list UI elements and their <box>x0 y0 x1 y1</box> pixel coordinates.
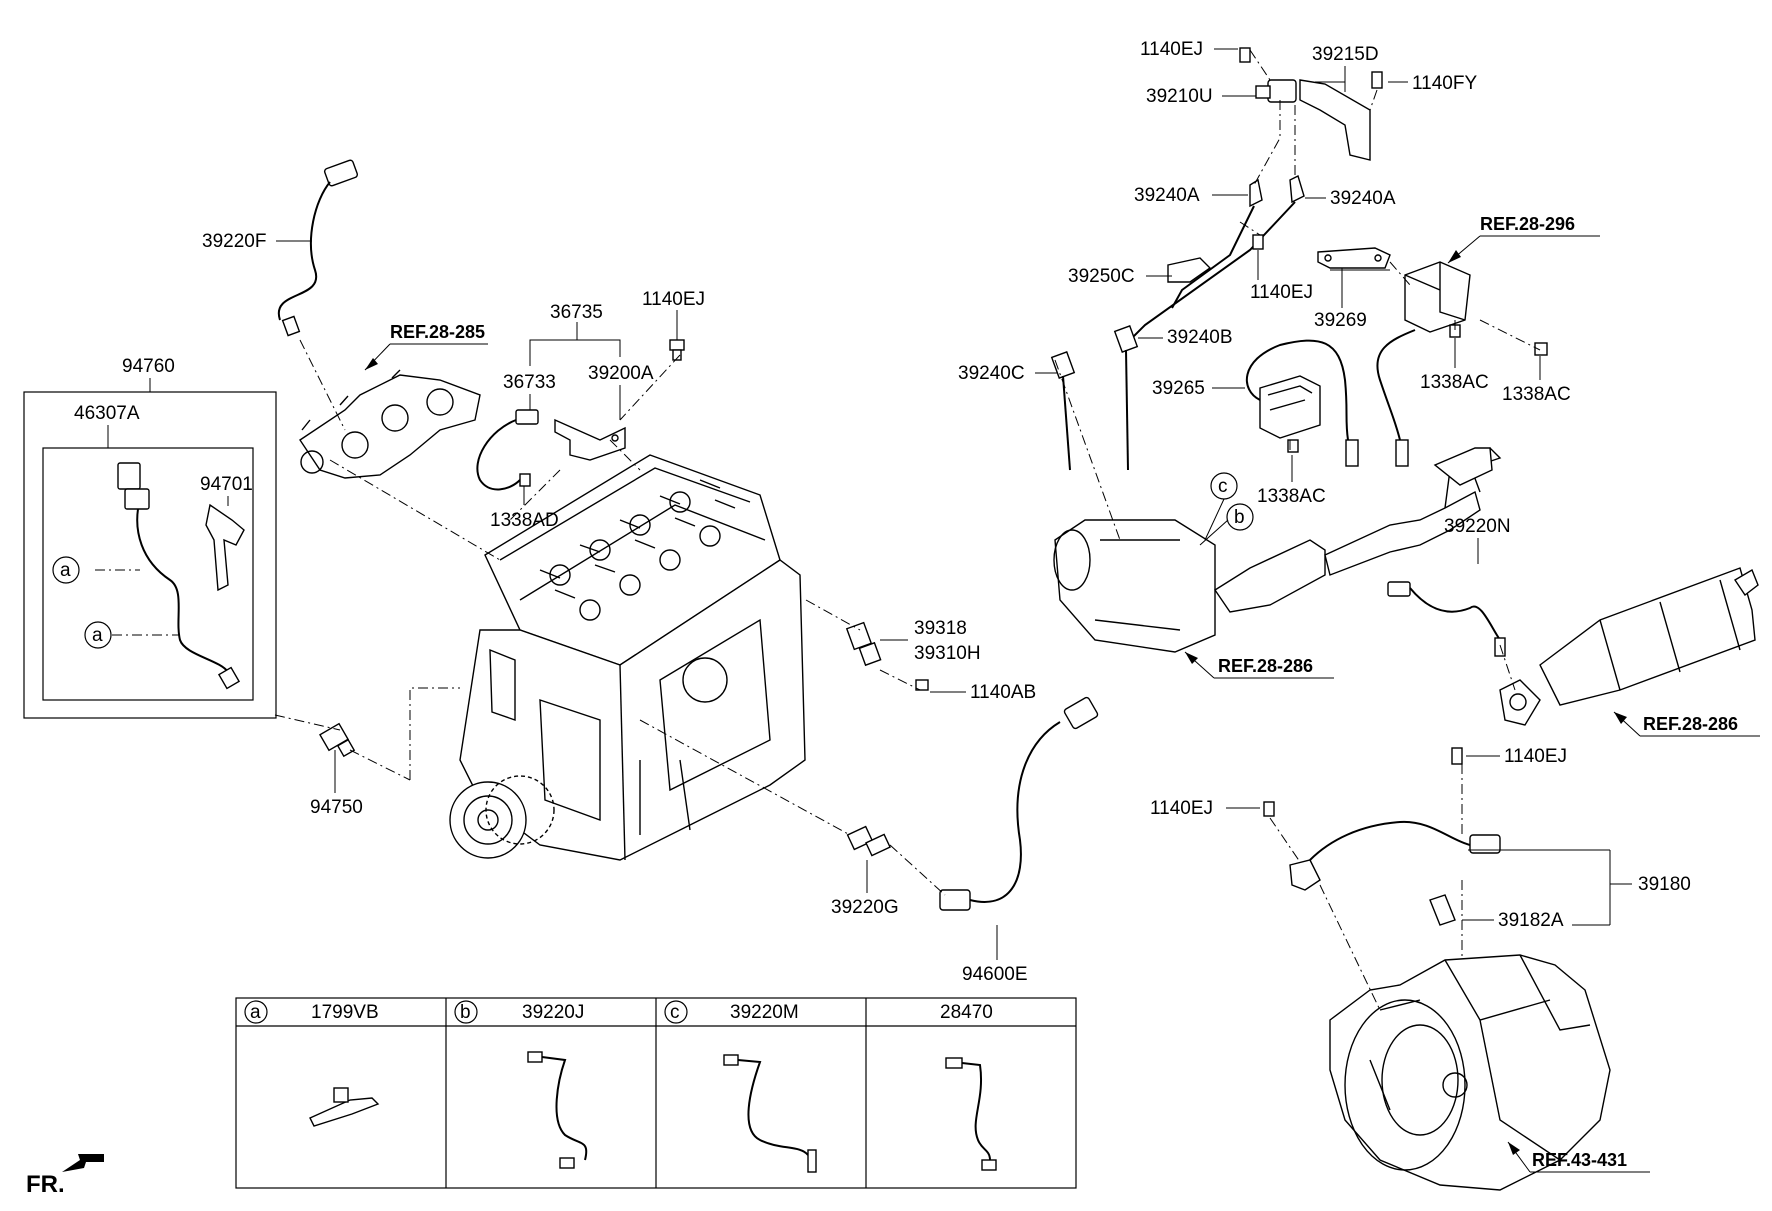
sensor-39220F-drawing <box>277 159 359 337</box>
labels-left: 39220F 94760 46307A 94701 94750 REF.28-2… <box>74 231 1036 985</box>
label-94701: 94701 <box>200 474 253 495</box>
label-39265: 39265 <box>1152 378 1205 399</box>
callouts-right: c b <box>1199 472 1254 546</box>
label-94600E: 94600E <box>962 964 1028 985</box>
legend-key-c: c <box>670 1002 680 1023</box>
ref-28-286-lower: REF.28-286 <box>1643 714 1738 734</box>
label-1140FY: 1140FY <box>1412 73 1477 94</box>
sensor-39265-drawing <box>1245 339 1359 467</box>
transmission-drawing <box>1329 954 1611 1191</box>
ref-28-286-upper: REF.28-286 <box>1218 656 1313 676</box>
svg-text:b: b <box>1234 507 1245 528</box>
label-1338AD: 1338AD <box>490 510 559 531</box>
sensor-94750-drawing <box>319 722 356 758</box>
label-39220N: 39220N <box>1444 516 1511 537</box>
label-1140EJ-d: 1140EJ <box>1504 746 1567 767</box>
sensor-39180-drawing <box>1263 747 1501 926</box>
callout-a-lower <box>84 621 112 649</box>
ref-28-296: REF.28-296 <box>1480 214 1575 234</box>
label-39240A-right: 39240A <box>1330 188 1396 209</box>
legend-part-39220J: 39220J <box>522 1002 584 1023</box>
svg-text:a: a <box>60 560 71 581</box>
engine-block-drawing <box>449 454 806 861</box>
label-39310H: 39310H <box>914 643 981 664</box>
legend-part-28470: 28470 <box>940 1002 993 1023</box>
label-39220G: 39220G <box>831 897 899 918</box>
front-arrow-icon <box>62 1154 104 1172</box>
label-36735: 36735 <box>550 302 603 323</box>
legend-table: a 1799VB b 39220J c 39220M 28470 <box>235 997 1077 1189</box>
label-46307A: 46307A <box>74 403 140 424</box>
label-39220F: 39220F <box>202 231 266 252</box>
exhaust-system-drawing <box>1053 447 1502 653</box>
label-39182A: 39182A <box>1498 910 1564 931</box>
sensor-39220J-drawing <box>527 1051 588 1169</box>
sensor-94600E-drawing <box>939 696 1099 911</box>
sensor-39220N-drawing <box>1387 581 1506 657</box>
label-1140AB: 1140AB <box>970 682 1036 703</box>
label-1140EJ-a: 1140EJ <box>642 289 705 310</box>
label-39240B: 39240B <box>1167 327 1233 348</box>
label-39318: 39318 <box>914 618 967 639</box>
label-1338AC-a: 1338AC <box>1420 372 1489 393</box>
label-39180: 39180 <box>1638 874 1691 895</box>
exhaust-manifold-drawing <box>299 369 481 479</box>
label-36733: 36733 <box>503 372 556 393</box>
label-39240C: 39240C <box>958 363 1025 384</box>
label-1140EJ-b: 1140EJ <box>1140 39 1203 60</box>
ref-28-285: REF.28-285 <box>390 322 485 342</box>
callout-a-upper <box>52 556 80 584</box>
labels-right: 1140EJ 39215D 39210U 1140FY 39240A 39240… <box>958 39 1760 1173</box>
dpf-pressure-sensor-drawing <box>1050 47 1383 471</box>
kit-94760-drawing <box>23 391 277 719</box>
leader-lines-right <box>1054 49 1541 1011</box>
callouts-left: a a <box>52 556 112 649</box>
sensor-39220M-drawing <box>723 1054 817 1173</box>
sensor-28470-drawing <box>945 1057 997 1171</box>
label-39250C: 39250C <box>1068 266 1135 287</box>
label-39215D: 39215D <box>1312 44 1379 65</box>
label-39269: 39269 <box>1314 310 1367 331</box>
bolt-1140EJ-a-drawing <box>669 339 685 361</box>
svg-text:c: c <box>1218 476 1228 497</box>
label-39240A-left: 39240A <box>1134 185 1200 206</box>
legend-key-a: a <box>250 1002 261 1023</box>
sensor-39318-drawing <box>845 621 929 691</box>
label-39200A: 39200A <box>588 363 654 384</box>
bracket-39269-drawing <box>1317 247 1391 269</box>
sensor-39220G-drawing <box>846 825 891 857</box>
label-1338AC-c: 1338AC <box>1257 486 1326 507</box>
ref-43-431: REF.43-431 <box>1532 1150 1627 1170</box>
sensor-36733-drawing <box>476 409 539 491</box>
label-1140EJ-c: 1140EJ <box>1250 282 1313 303</box>
label-94750: 94750 <box>310 797 363 818</box>
label-94760: 94760 <box>122 356 175 377</box>
ecu-ref-28-296-drawing <box>1376 261 1548 467</box>
label-1140EJ-e: 1140EJ <box>1150 798 1213 819</box>
fr-label: FR. <box>26 1171 65 1198</box>
callout-b <box>1226 503 1254 531</box>
bracket-39200A-drawing <box>554 418 626 461</box>
label-1338AC-b: 1338AC <box>1502 384 1571 405</box>
svg-text:a: a <box>92 625 103 646</box>
dpf-ref-28-286-drawing <box>1499 567 1759 726</box>
front-direction-indicator: FR. <box>26 1154 104 1198</box>
label-39210U: 39210U <box>1146 86 1213 107</box>
legend-part-1799VB: 1799VB <box>311 1002 379 1023</box>
leader-lines-left <box>95 339 946 896</box>
legend-part-39220M: 39220M <box>730 1002 799 1023</box>
cable-tie-1799VB-drawing <box>309 1097 380 1127</box>
legend-key-b: b <box>460 1002 471 1023</box>
